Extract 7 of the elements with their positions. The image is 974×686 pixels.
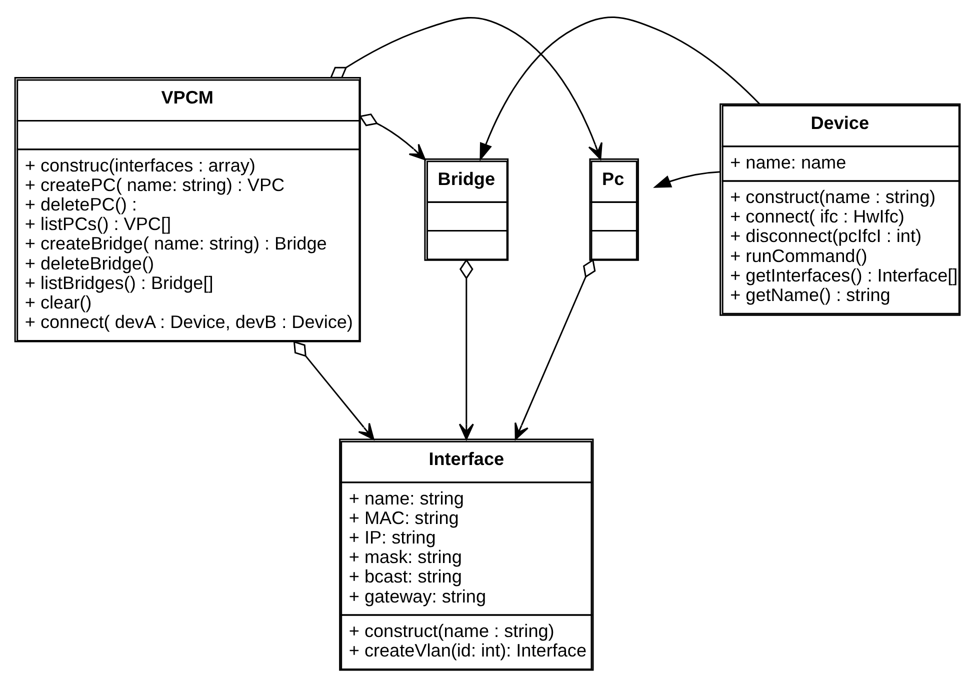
arrow	[458, 258, 474, 440]
arrow	[514, 258, 596, 440]
arrow	[652, 170, 720, 188]
arrow	[358, 112, 426, 160]
arrow	[479, 16, 760, 161]
arrow	[329, 16, 602, 160]
arrow	[292, 340, 374, 440]
